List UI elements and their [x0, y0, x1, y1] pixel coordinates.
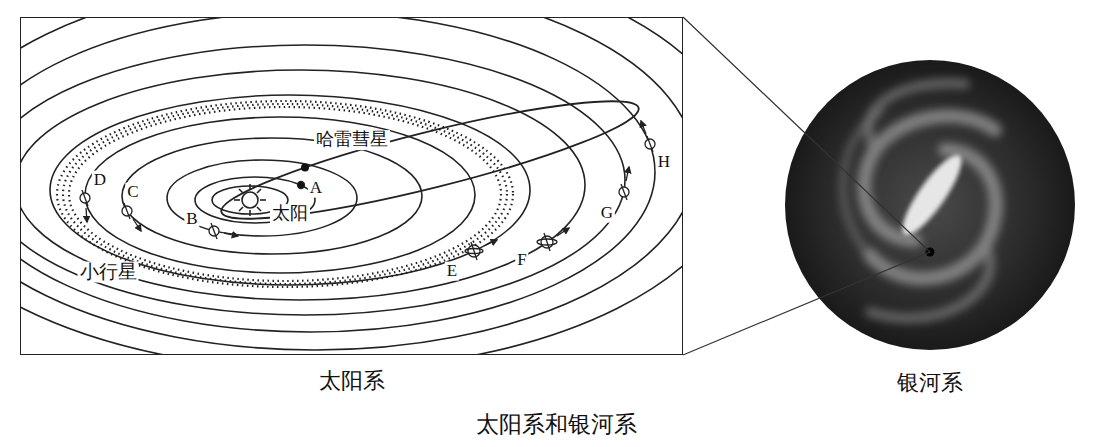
planet-icon: [80, 190, 90, 206]
comet-label: 哈雷彗星: [314, 130, 390, 150]
planet-axis: [621, 184, 627, 200]
sun-symbol: [234, 184, 266, 216]
planet-letter: F: [515, 251, 528, 270]
planet-ring: [537, 239, 557, 245]
sun-ray: [234, 199, 240, 201]
spiral-arm: [870, 245, 990, 318]
spiral-arms: [843, 83, 996, 318]
galaxy-disc: [785, 60, 1075, 350]
asteroid-label: 小行星: [78, 262, 139, 283]
sun-ray: [249, 210, 251, 216]
figure-caption: 太阳系和银河系: [0, 411, 1113, 439]
zoom-line: [683, 17, 930, 355]
planet-icon: [537, 233, 557, 251]
planet-axis: [544, 233, 550, 251]
galaxy-illustration: [785, 60, 1075, 350]
sun-ray: [260, 199, 266, 201]
planet-axis: [82, 190, 88, 206]
asteroid-ring: [63, 104, 507, 284]
panel-caption: 银河系: [897, 370, 963, 396]
planet-icon: [298, 182, 305, 189]
motion-arrow: [626, 167, 629, 181]
sun-ray: [239, 207, 243, 211]
orbit: [50, 95, 530, 285]
planet-letter: B: [184, 210, 199, 229]
planet-axis: [647, 136, 653, 152]
motion-arrow: [641, 121, 646, 134]
orbits: [21, 18, 682, 354]
orbit: [21, 18, 682, 350]
motion-arrow: [86, 208, 87, 222]
orbit: [21, 18, 655, 332]
orbit: [85, 117, 475, 273]
sun-ray: [249, 184, 251, 190]
planet-axis: [124, 203, 130, 219]
halley-comet: [301, 164, 309, 172]
motion-arrow: [133, 219, 141, 231]
planet-letter: G: [599, 204, 615, 223]
sun-ray: [239, 189, 243, 193]
motion-arrows: [86, 121, 646, 246]
motion-arrow: [484, 240, 497, 246]
sun-ray: [257, 207, 261, 211]
planet-letter: H: [656, 153, 672, 172]
sun-ray: [257, 189, 261, 193]
sun-label: 太阳: [270, 204, 310, 224]
orbit: [21, 45, 625, 315]
planet-letter: C: [125, 183, 140, 202]
panel-caption: 太阳系: [319, 368, 385, 394]
galaxy-circle: 银河系: [785, 60, 1075, 350]
motion-arrow: [557, 228, 569, 236]
planet-letter: A: [308, 179, 324, 198]
spiral-arm: [868, 83, 965, 150]
orbit: [167, 160, 357, 236]
planet-axis: [471, 242, 477, 260]
solar-system-panel: 太阳系: [20, 17, 683, 355]
motion-arrow: [224, 233, 238, 236]
halley-orbit: [215, 81, 646, 239]
orbit: [21, 18, 682, 354]
orbit: [122, 138, 422, 254]
planet-letter: D: [92, 171, 108, 190]
planet-icon: [122, 203, 132, 219]
orbit: [21, 70, 585, 300]
sun-disc: [242, 192, 258, 208]
planet-letter: E: [445, 262, 459, 281]
planet-icon: [465, 242, 483, 260]
planet-icon: [209, 223, 219, 239]
spiral-arm: [843, 112, 880, 255]
planet-icon: [619, 184, 629, 200]
planets: [80, 136, 655, 260]
asteroid-ring: [69, 107, 501, 281]
orbit: [195, 177, 315, 223]
planet-icon: [645, 136, 655, 152]
planet-ring: [465, 249, 483, 254]
planet-axis: [211, 223, 217, 239]
